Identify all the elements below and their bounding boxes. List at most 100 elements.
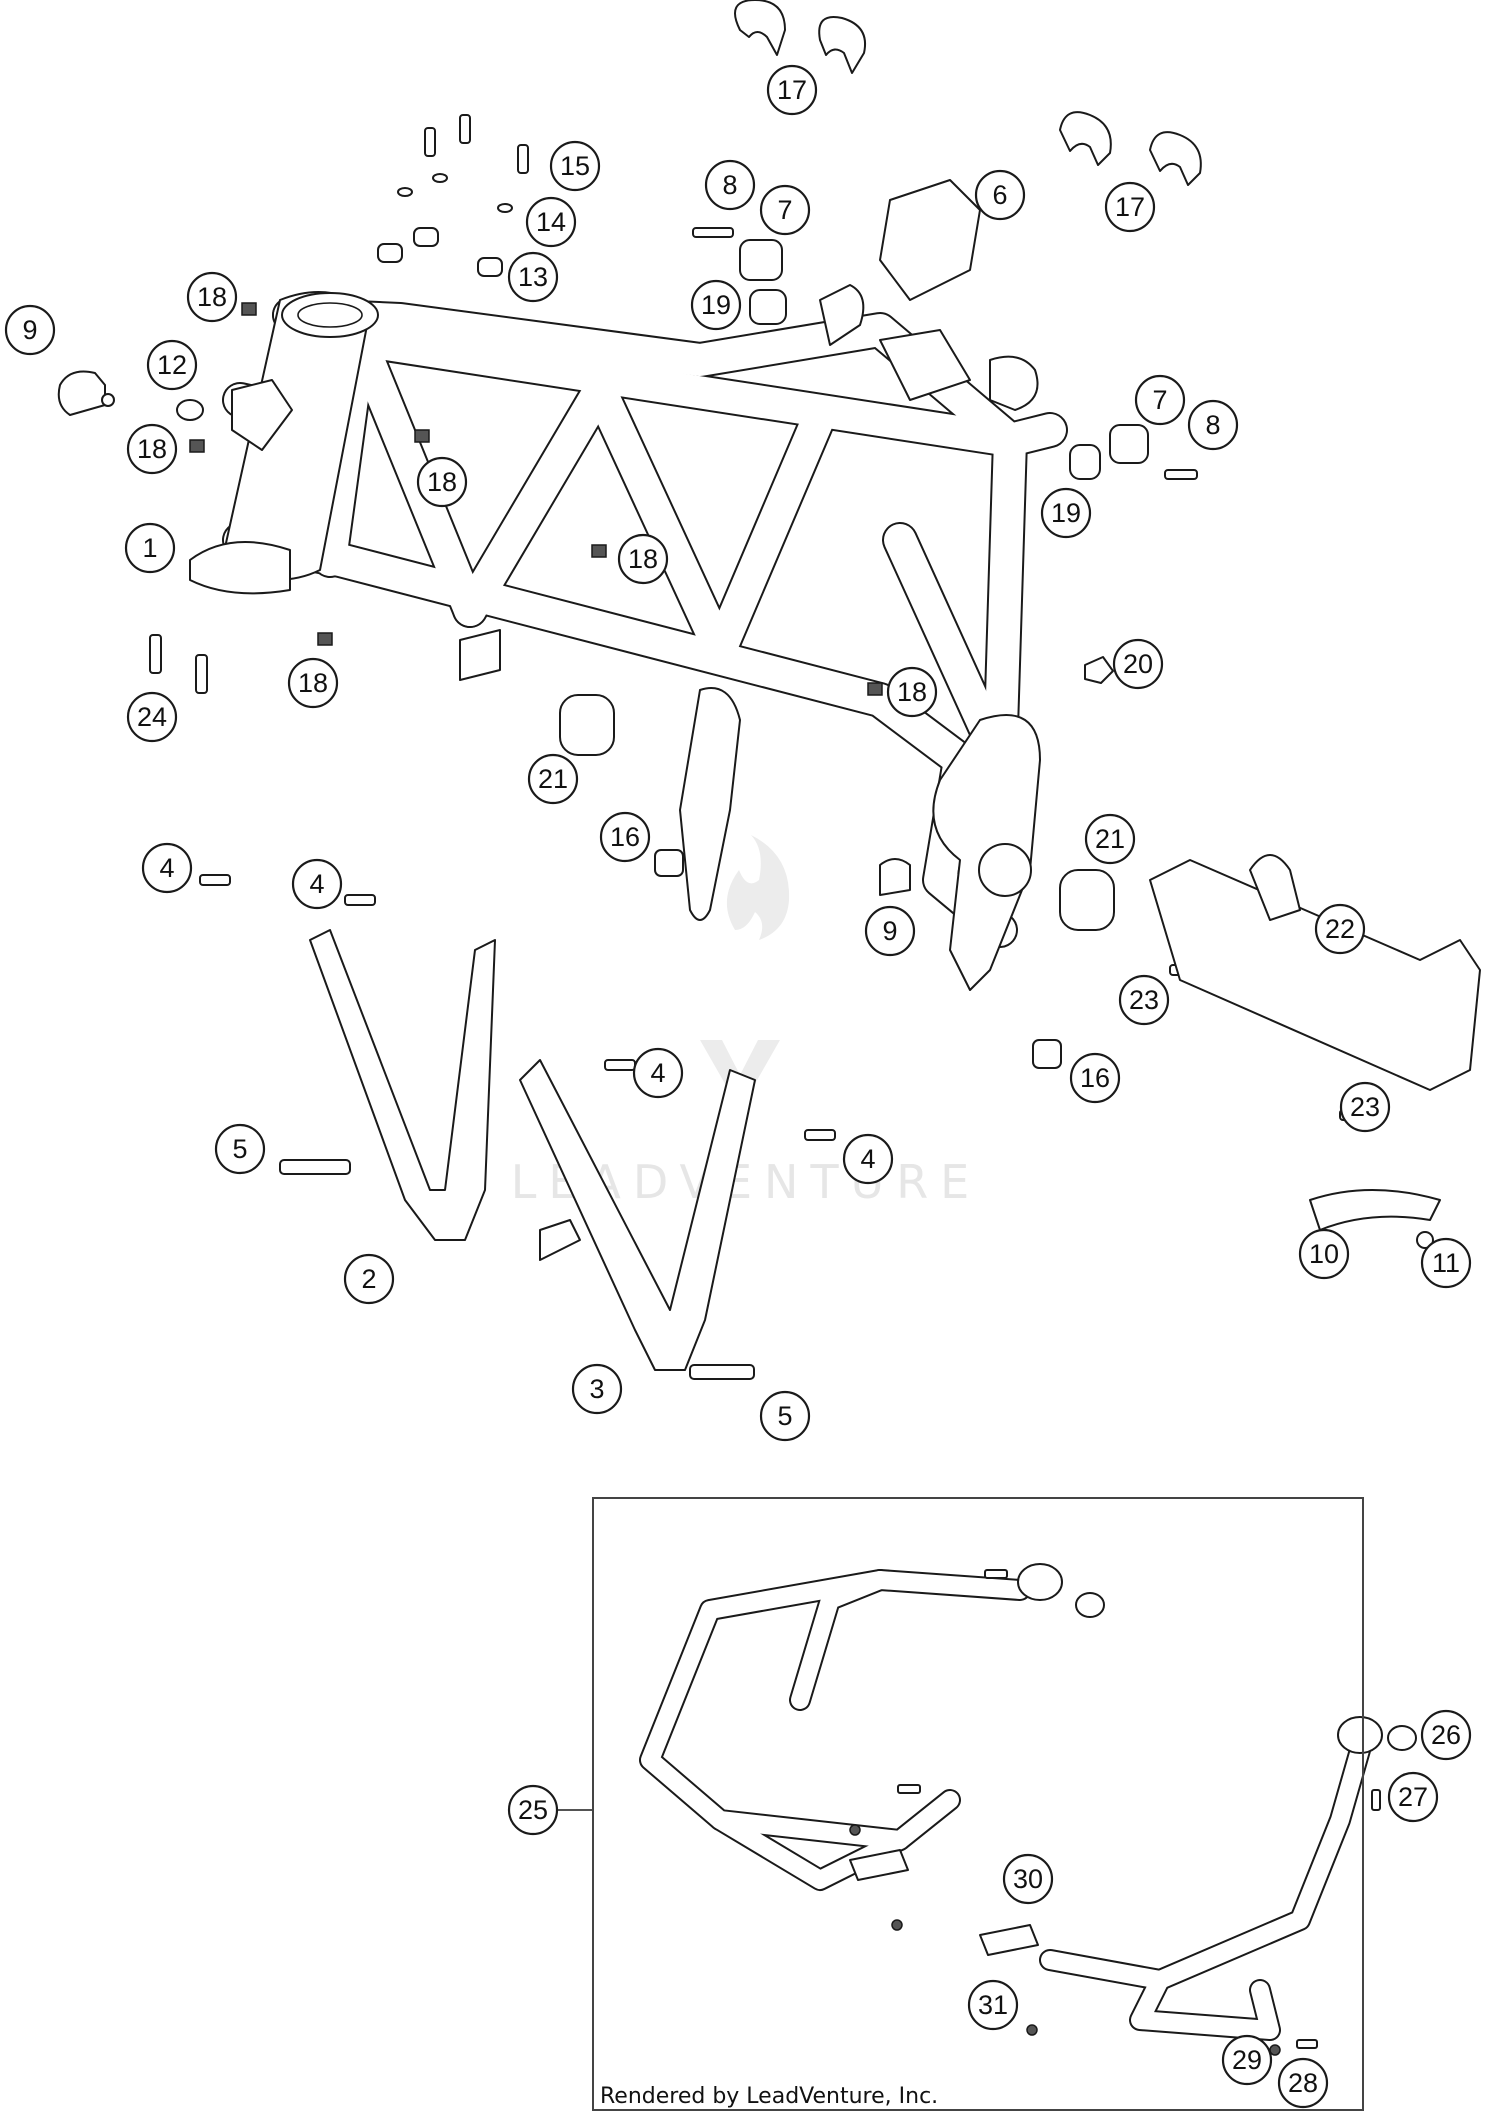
- callout-circle: [1339, 1081, 1391, 1133]
- engine-mount-plate: [679, 687, 741, 921]
- callout-circle: [124, 522, 176, 574]
- callout-30: 30: [1002, 1853, 1054, 1905]
- callout-circle: [1104, 181, 1156, 233]
- callout-label: 14: [536, 207, 566, 237]
- callout-circle: [507, 1784, 559, 1836]
- callout-18: 18: [126, 423, 178, 475]
- crash-bar-inset-frame: [592, 1497, 1364, 2111]
- callout-3: 3: [571, 1363, 623, 1415]
- callout-circle: [1387, 1771, 1439, 1823]
- callout-31: 31: [967, 1979, 1019, 2031]
- callout-circle: [1002, 1853, 1054, 1905]
- callout-7: 7: [1134, 374, 1186, 426]
- engine-mount-bracket: [879, 179, 981, 301]
- callout-circle: [214, 1123, 266, 1175]
- callout-label: 13: [518, 262, 548, 292]
- callout-2: 2: [343, 1253, 395, 1305]
- callout-18: 18: [886, 666, 938, 718]
- callout-label: 17: [777, 75, 807, 105]
- callout-circle: [141, 842, 193, 894]
- callout-label: 9: [22, 315, 37, 345]
- callout-circle: [766, 64, 818, 116]
- callout-label: 28: [1288, 2068, 1318, 2098]
- left-engine-bracket: [309, 929, 496, 1241]
- callout-label: 16: [610, 822, 640, 852]
- callout-circle: [1084, 813, 1136, 865]
- callout-5: 5: [759, 1390, 811, 1442]
- callout-label: 21: [538, 764, 568, 794]
- callout-label: 2: [361, 1264, 376, 1294]
- crash-bar-assembly: [557, 1563, 1417, 2056]
- callout-circle: [507, 251, 559, 303]
- callout-27: 27: [1387, 1771, 1439, 1823]
- callout-circle: [974, 169, 1026, 221]
- callout-circle: [617, 533, 669, 585]
- callout-8: 8: [704, 159, 756, 211]
- callout-circle: [1314, 903, 1366, 955]
- callout-label: 16: [1080, 1063, 1110, 1093]
- callout-23: 23: [1118, 974, 1170, 1026]
- callout-label: 18: [137, 434, 167, 464]
- callout-18: 18: [617, 533, 669, 585]
- callout-14: 14: [525, 196, 577, 248]
- callout-label: 30: [1013, 1864, 1043, 1894]
- callout-circle: [186, 271, 238, 323]
- callout-circle: [1420, 1237, 1472, 1289]
- callout-label: 25: [518, 1795, 548, 1825]
- callout-label: 11: [1432, 1248, 1460, 1278]
- callout-label: 20: [1123, 649, 1153, 679]
- callout-circle: [1069, 1052, 1121, 1104]
- callout-circle: [1187, 399, 1239, 451]
- callout-circle: [416, 456, 468, 508]
- rear-carrier: [1149, 859, 1481, 1091]
- callout-12: 12: [146, 339, 198, 391]
- callout-label: 6: [992, 180, 1007, 210]
- callout-label: 4: [860, 1144, 875, 1174]
- callout-7: 7: [759, 184, 811, 236]
- callout-label: 21: [1095, 824, 1125, 854]
- callout-4: 4: [291, 858, 343, 910]
- callout-label: 7: [1152, 385, 1167, 415]
- callout-circle: [967, 1979, 1019, 2031]
- callout-circle: [886, 666, 938, 718]
- callout-21: 21: [1084, 813, 1136, 865]
- engine-brackets: [309, 929, 756, 1371]
- callout-8: 8: [1187, 399, 1239, 451]
- callout-9: 9: [4, 304, 56, 356]
- callout-25: 25: [507, 1784, 559, 1836]
- callout-circle: [1221, 2034, 1273, 2086]
- callout-circle: [126, 691, 178, 743]
- callout-16: 16: [599, 811, 651, 863]
- callout-label: 3: [589, 1374, 604, 1404]
- callout-label: 12: [157, 350, 187, 380]
- callout-23: 23: [1339, 1081, 1391, 1133]
- callout-circle: [1420, 1709, 1472, 1761]
- callout-circle: [632, 1047, 684, 1099]
- callout-21: 21: [527, 753, 579, 805]
- callout-label: 4: [159, 853, 174, 883]
- callout-label: 7: [777, 195, 792, 225]
- callout-label: 8: [722, 170, 737, 200]
- callout-circle: [1040, 487, 1092, 539]
- callout-label: 22: [1325, 914, 1355, 944]
- callout-18: 18: [287, 657, 339, 709]
- callout-label: 15: [560, 151, 590, 181]
- callout-label: 9: [882, 916, 897, 946]
- callout-24: 24: [126, 691, 178, 743]
- callout-label: 1: [142, 533, 157, 563]
- callout-circle: [287, 657, 339, 709]
- callout-label: 18: [628, 544, 658, 574]
- callout-10: 10: [1298, 1228, 1350, 1280]
- callout-circle: [1134, 374, 1186, 426]
- callout-label: 23: [1129, 985, 1159, 1015]
- callout-label: 18: [427, 467, 457, 497]
- callout-circle: [571, 1363, 623, 1415]
- callout-circle: [1118, 974, 1170, 1026]
- callout-circle: [4, 304, 56, 356]
- callout-label: 27: [1398, 1782, 1428, 1812]
- callout-1: 1: [124, 522, 176, 574]
- callout-13: 13: [507, 251, 559, 303]
- callout-circle: [126, 423, 178, 475]
- callout-5: 5: [214, 1123, 266, 1175]
